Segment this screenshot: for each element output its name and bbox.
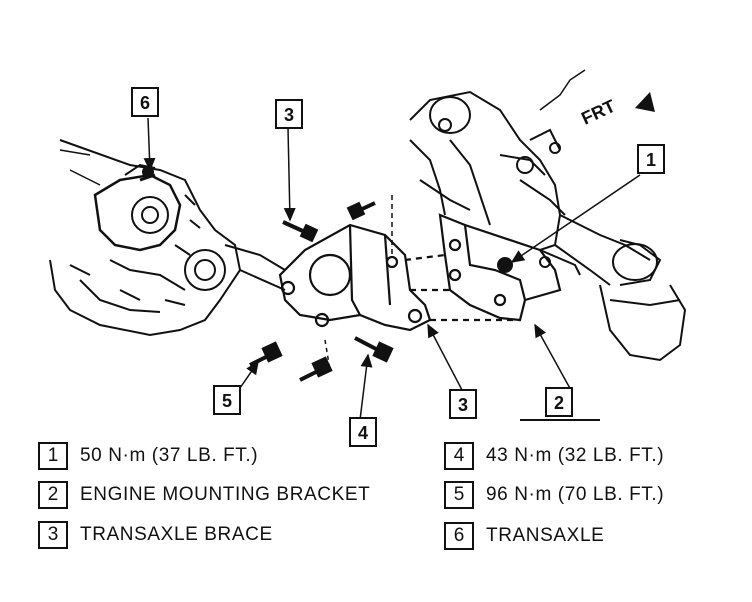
callout-4: 4 [349,417,377,447]
engine-mounting-bracket-drawing [404,213,562,322]
legend-text: 96 N·m (70 LB. FT.) [486,484,665,505]
frt-label: FRT [578,96,618,129]
legend-number: 1 [38,442,68,470]
bolt-5-lower [249,341,283,367]
svg-text:5: 5 [222,391,232,411]
transaxle-drawing [49,139,286,337]
svg-text:2: 2 [554,393,564,413]
callout-1: 1 [637,144,665,174]
bolt-4-lower [299,356,333,382]
legend-item-1: 1 50 N·m (37 LB. FT.) [38,442,258,470]
leader-lines [143,117,641,421]
bolt-4 [354,336,394,363]
callout-2: 2 [545,387,573,417]
callout-6: 6 [131,87,159,117]
svg-text:1: 1 [646,150,656,170]
legend-number: 3 [38,521,68,549]
legend-number: 5 [444,481,474,509]
legend-text: TRANSAXLE [486,525,605,546]
legend-text: 43 N·m (32 LB. FT.) [486,445,665,466]
legend-number: 6 [444,522,474,550]
callout-3-top: 3 [275,99,303,129]
legend-text: ENGINE MOUNTING BRACKET [80,484,371,505]
callout-5: 5 [213,385,241,415]
svg-text:3: 3 [458,395,468,415]
bolt-upper-brace [282,220,319,243]
bolts [139,173,394,382]
front-arrow-icon [635,92,655,112]
engine-drawing [409,69,687,362]
front-direction-marker: FRT [578,92,655,129]
legend-item-6: 6 TRANSAXLE [444,522,604,550]
svg-text:4: 4 [358,423,368,443]
svg-text:6: 6 [140,93,150,113]
legend-item-3: 3 TRANSAXLE BRACE [38,521,273,549]
legend-number: 4 [444,442,474,470]
transaxle-brace-drawing [278,223,432,332]
legend-item-2: 2 ENGINE MOUNTING BRACKET [38,481,370,509]
legend-item-4: 4 43 N·m (32 LB. FT.) [444,442,664,470]
legend-text: 50 N·m (37 LB. FT.) [80,445,259,466]
legend-number: 2 [38,481,68,509]
legend-item-5: 5 96 N·m (70 LB. FT.) [444,481,664,509]
bolt-upper-center [346,201,376,221]
callout-3-bottom: 3 [449,389,477,419]
legend-text: TRANSAXLE BRACE [80,524,273,545]
svg-text:3: 3 [284,105,294,125]
